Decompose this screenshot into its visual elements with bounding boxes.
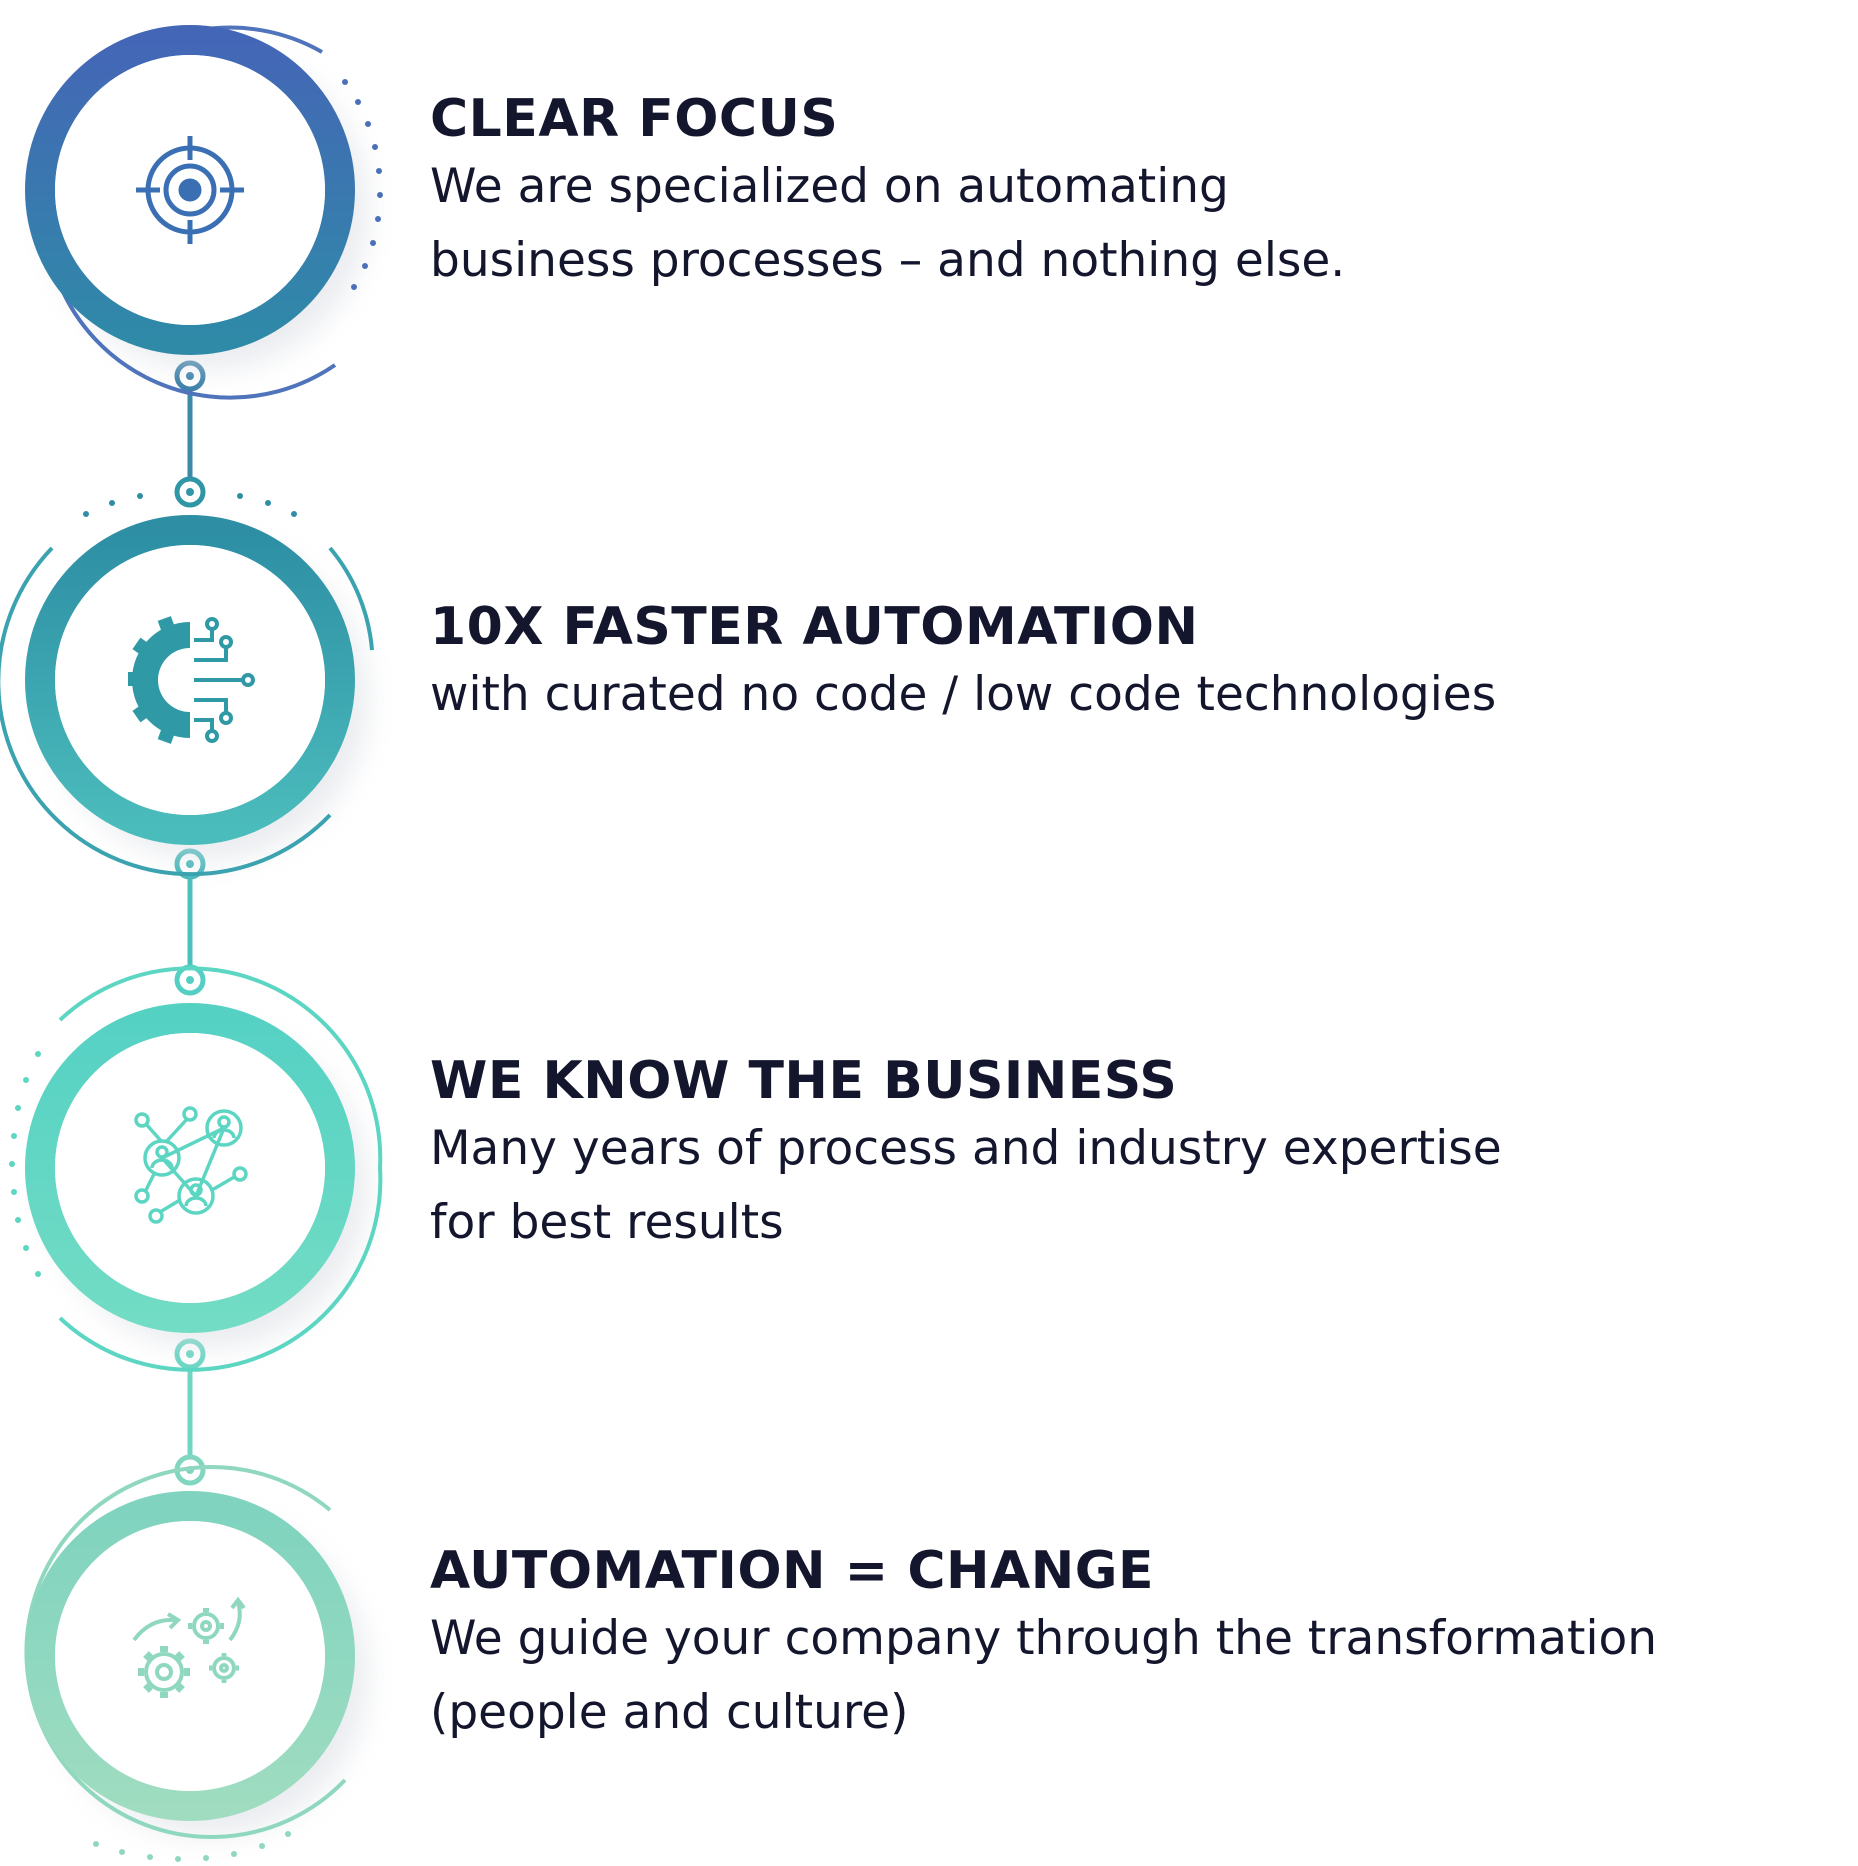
step-1-description: We are specialized on automating busines… [430, 159, 1346, 288]
gears-cycle-icon [132, 1596, 246, 1698]
gear-circuit-icon [128, 616, 255, 744]
step-2-badge [0, 493, 374, 877]
step-3-description: Many years of process and industry exper… [430, 1121, 1502, 1250]
connector-1-2 [174, 360, 206, 508]
step-1: CLEAR FOCUS We are specialized on automa… [430, 88, 1840, 298]
step-4-description: We guide your company through the transf… [430, 1611, 1658, 1740]
step-4: AUTOMATION = CHANGE We guide your compan… [430, 1540, 1840, 1750]
step-4-badge [24, 1465, 368, 1862]
step-2-title: 10X FASTER AUTOMATION [430, 597, 1199, 657]
step-2-description: with curated no code / low code technolo… [430, 667, 1497, 722]
step-3-badge [9, 966, 383, 1372]
step-1-badge [25, 25, 383, 400]
people-network-icon [134, 1106, 248, 1224]
step-3: WE KNOW THE BUSINESS Many years of proce… [430, 1050, 1840, 1260]
step-4-title: AUTOMATION = CHANGE [430, 1541, 1154, 1601]
connector-3-4 [174, 1338, 206, 1486]
step-1-title: CLEAR FOCUS [430, 89, 839, 149]
step-2: 10X FASTER AUTOMATION with curated no co… [430, 596, 1840, 732]
target-icon [136, 136, 244, 244]
step-3-title: WE KNOW THE BUSINESS [430, 1051, 1178, 1111]
